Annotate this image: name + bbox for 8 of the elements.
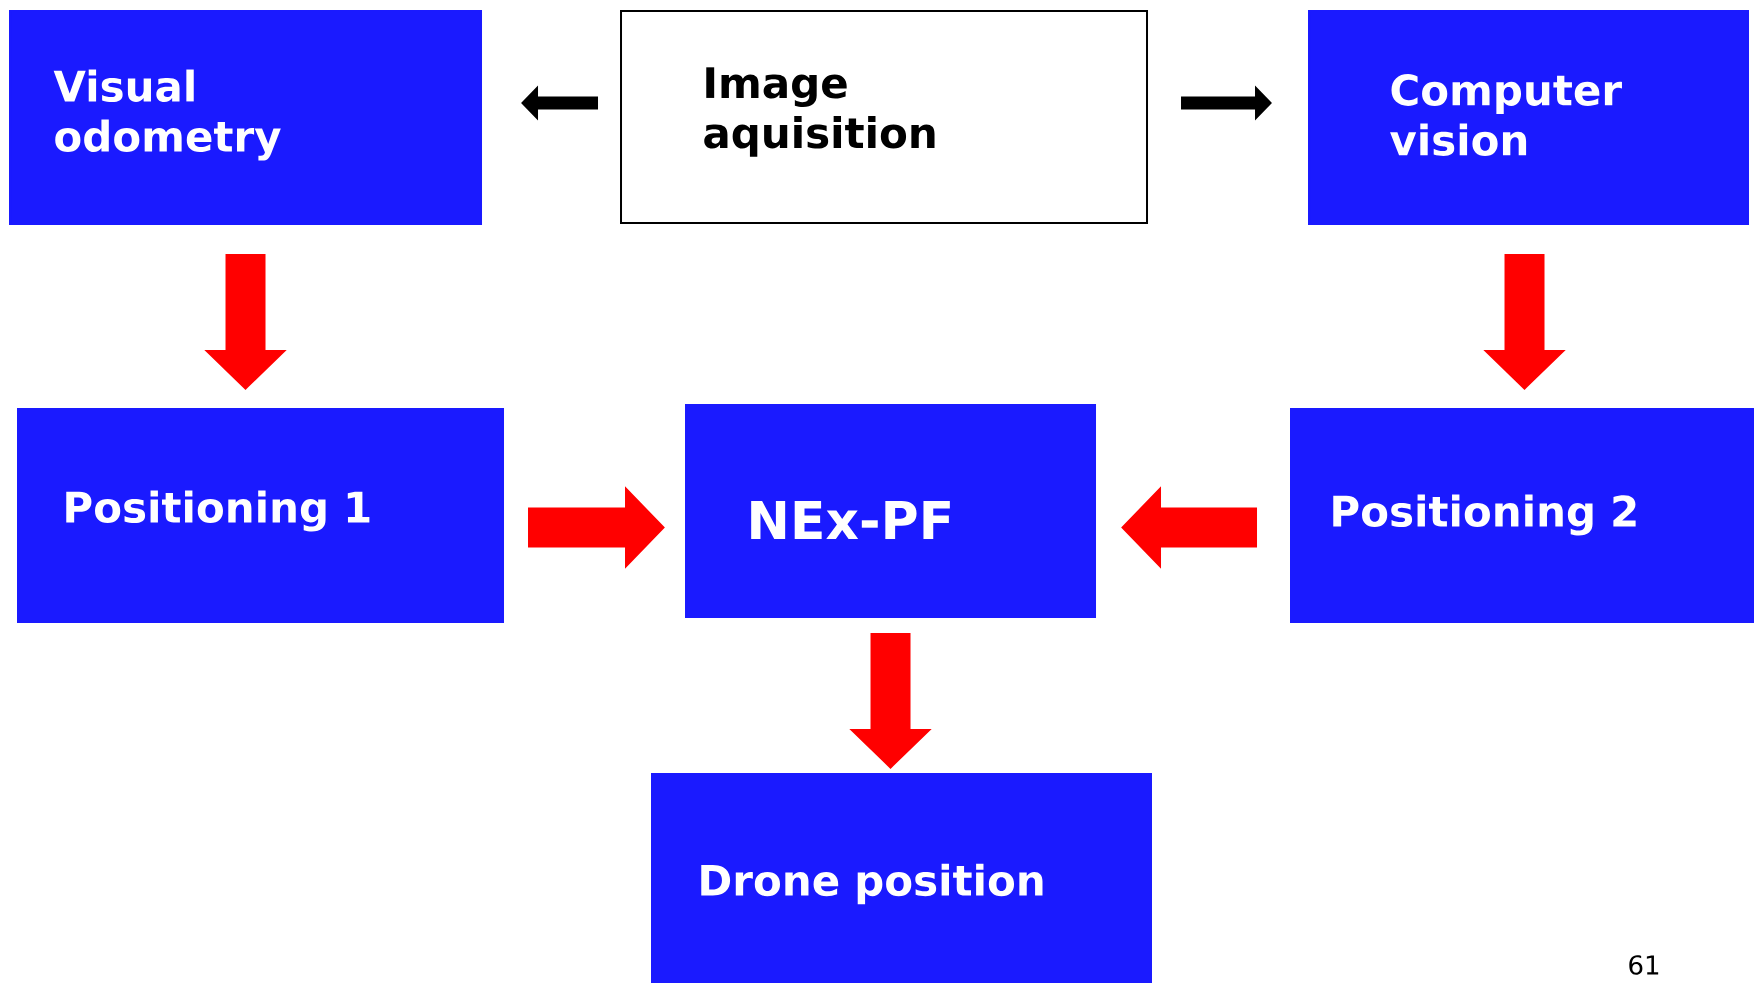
- process-box: Positioning 1: [17, 408, 504, 623]
- page-number: 61: [1629, 955, 1659, 975]
- process-box: Positioning 2: [1290, 408, 1754, 623]
- process-box: NEx-PF: [685, 404, 1096, 618]
- process-box: Computer vision: [1308, 10, 1749, 225]
- process-box: Image aquisition: [620, 10, 1148, 224]
- process-box: Drone position: [651, 773, 1152, 983]
- process-box: Visual odometry: [9, 10, 482, 225]
